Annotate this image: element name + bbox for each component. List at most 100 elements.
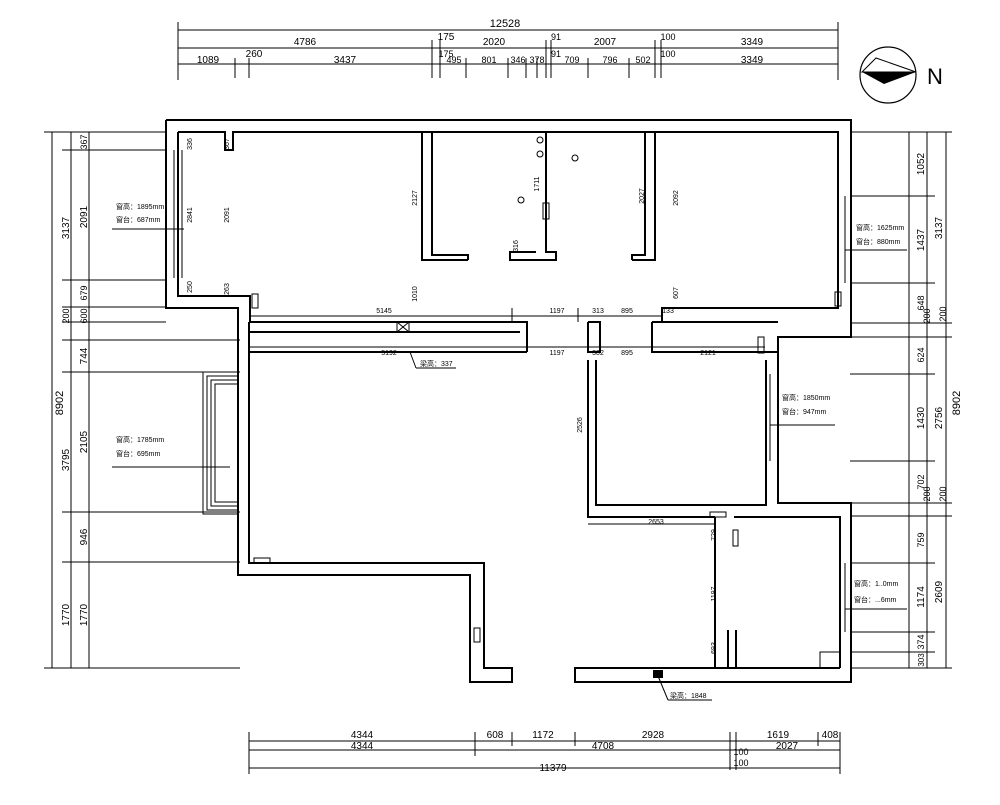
annotations: 窗高：1895mm 窗台：687mm 窗高：1625mm 窗台：880mm 窗高… (112, 202, 907, 700)
interior-dim-v: 2127 (412, 190, 419, 206)
top-dim-r2: 175 (438, 49, 453, 59)
interior-dim-wall-h2: 1197 (549, 350, 564, 357)
left-total-dim: 8902 (54, 391, 66, 415)
left-dim-inner: 367 (79, 134, 89, 149)
pipe-icon (536, 136, 544, 144)
interior-dim-wall-h2: 2121 (700, 350, 716, 357)
bottom-dim-r1: 1619 (767, 730, 790, 741)
right-dim-inner: 759 (916, 532, 926, 547)
top-dim-r1: 2020 (483, 37, 506, 48)
right-dim-inner: 648 (916, 295, 926, 310)
bottom-dim-r2: 4708 (592, 741, 615, 752)
right-dim-outer: 200 (938, 306, 948, 321)
beam-note-b2: 梁高：1848 (670, 691, 707, 700)
top-dim-r2: 100 (660, 49, 675, 59)
svg-text:窗高：1..0mm: 窗高：1..0mm (854, 579, 899, 588)
top-dimension-chain: 12528 4786 175 2020 91 2007 100 3349 108… (177, 18, 839, 80)
right-dim-inner: 1430 (916, 406, 927, 429)
left-dim-inner: 679 (79, 285, 89, 300)
window-note-w4: 窗高：1850mm 窗台：947mm (770, 393, 835, 426)
right-dim-inner: 702 (916, 474, 926, 489)
left-dimension-chain: 8902 3137 200 744 3795 1770 367 2091 679… (44, 131, 240, 669)
left-dim-inner: 600 (79, 308, 89, 323)
right-dim-outer: 2609 (934, 580, 945, 603)
svg-text:窗高：1895mm: 窗高：1895mm (116, 202, 164, 211)
left-dim-outer: 3137 (61, 216, 72, 239)
left-dim-outer: 1770 (61, 603, 72, 626)
bottom-dim-r1: 1172 (532, 730, 554, 741)
top-dim-r1: 3349 (741, 37, 764, 48)
svg-text:窗高：1850mm: 窗高：1850mm (782, 393, 830, 402)
svg-text:窗台：880mm: 窗台：880mm (856, 237, 901, 246)
svg-text:梁高：1848: 梁高：1848 (670, 691, 707, 700)
right-dim-inner: 200 (922, 486, 932, 501)
left-dim-outer: 744 (79, 347, 90, 364)
interior-dim-v: 2841 (187, 207, 194, 223)
interior-dim-v: 2092 (673, 190, 680, 206)
interior-dim-v: 2027 (639, 188, 646, 204)
top-dim-r2: 3349 (741, 55, 764, 66)
window-note-w5: 窗高：1..0mm 窗台：...6mm (845, 579, 907, 610)
interior-dimensions: 5145 1197 313 895 133 5192 1197 302 895 … (187, 138, 765, 654)
interior-dim-v: 729 (711, 529, 718, 541)
window-note-w3: 窗高：1785mm 窗台：695mm (112, 435, 230, 468)
left-dim-inner: 1770 (79, 603, 90, 626)
interior-dim-v: 1711 (534, 176, 541, 191)
interior-dim-wall-h: 1197 (549, 308, 564, 315)
left-dim-inner: 946 (79, 528, 90, 545)
pipe-icon (571, 154, 579, 162)
bottom-dim-r1: 408 (822, 730, 839, 741)
top-dim-r1: 175 (438, 32, 455, 43)
top-dim-r2: 801 (481, 55, 496, 65)
interior-dim-wall-h: 5145 (376, 308, 392, 315)
svg-text:梁高：337: 梁高：337 (420, 359, 453, 368)
top-total-dim: 12528 (490, 18, 521, 30)
interior-dim-v: 1010 (412, 286, 419, 302)
left-dim-outer: 200 (61, 308, 71, 323)
beam-note-b1: 梁高：337 (420, 359, 453, 368)
left-dim-inner: 2091 (79, 205, 90, 228)
compass-ring (859, 46, 917, 104)
top-dim-r2: 796 (602, 55, 617, 65)
right-total-dim: 8902 (951, 391, 963, 415)
interior-dim-v: 2526 (577, 417, 584, 433)
interior-dim-wall-h2: 5192 (381, 350, 397, 357)
bottom-dim-r1: 608 (487, 730, 504, 741)
right-dim-inner: 374 (916, 634, 926, 649)
svg-text:窗高：1785mm: 窗高：1785mm (116, 435, 164, 444)
svg-text:窗台：947mm: 窗台：947mm (782, 407, 827, 416)
bottom-dim-r2: 2027 (776, 741, 799, 752)
radiator-icon (709, 511, 727, 518)
bottom-dim-r2: 4344 (351, 741, 374, 752)
interior-dim-wall-h2: 895 (621, 350, 633, 357)
radiator-icon (253, 557, 271, 564)
top-dim-r2: 1089 (197, 55, 220, 66)
right-dim-outer: 2756 (934, 406, 945, 429)
interior-dim-wall-h: 895 (621, 308, 633, 315)
beam-marker-icon (396, 321, 410, 333)
right-dim-inner: 1437 (916, 228, 927, 251)
bottom-dim-r3: 100 (733, 758, 748, 768)
bottom-dimension-chain: 4344 608 1172 2928 1619 408 4344 4708 10… (248, 730, 841, 774)
pipe-icon (517, 196, 525, 204)
svg-text:窗高：1625mm: 窗高：1625mm (856, 223, 904, 232)
top-dim-r2: 3437 (334, 55, 357, 66)
radiator-icon (732, 529, 739, 547)
radiator-icon (834, 291, 842, 307)
right-dim-outer: 3137 (934, 216, 945, 239)
top-dim-r2: 378 (529, 55, 544, 65)
top-dim-r1: 91 (551, 32, 561, 42)
svg-text:窗台：...6mm: 窗台：...6mm (854, 595, 897, 604)
top-dim-r2: 346 (510, 55, 525, 65)
interior-dim-wall-h: 133 (662, 308, 674, 315)
interior-dim-v: 2091 (224, 207, 231, 223)
interior-dim-v: 336 (187, 138, 194, 150)
interior-dim-v: 250 (187, 281, 194, 293)
interior-dim-v: 693 (711, 642, 718, 654)
top-dim-r2: 495 (446, 55, 461, 65)
fixtures (251, 136, 842, 701)
bottom-dim-r1: 4344 (351, 730, 374, 741)
left-dim-inner: 2105 (79, 430, 90, 453)
interior-dim-v: 1197 (711, 586, 718, 601)
